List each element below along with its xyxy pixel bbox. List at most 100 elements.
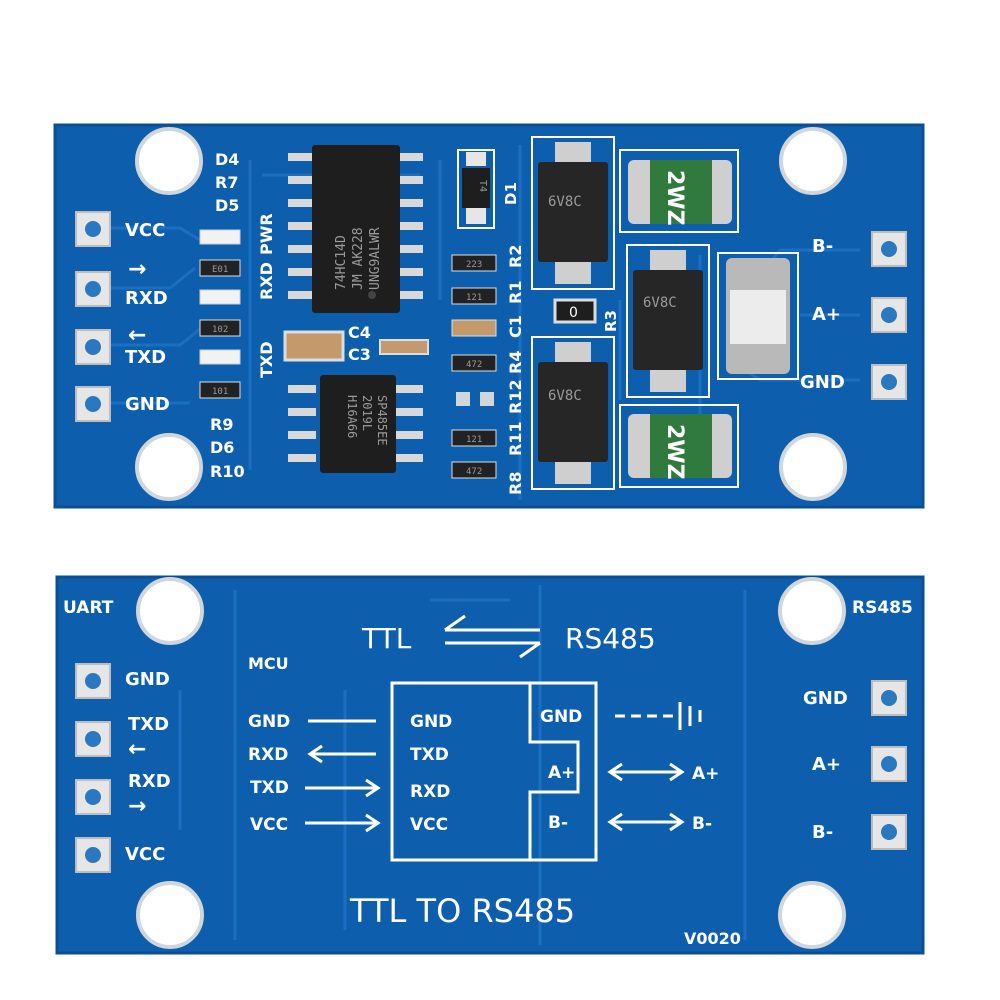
back-footer: TTL TO RS485 xyxy=(349,892,575,930)
front-des-r1: R1 xyxy=(506,281,525,304)
front-left-header xyxy=(75,211,111,422)
back-mount-hole-bl xyxy=(136,881,204,949)
svg-text:6V8C: 6V8C xyxy=(548,194,582,210)
back-label-mcu: MCU xyxy=(248,654,289,673)
front-des-r8: R8 xyxy=(506,472,525,495)
resistor-r3 xyxy=(553,298,597,324)
front-label-rxd: RXD xyxy=(125,288,168,309)
ground-symbol xyxy=(615,702,702,730)
front-des-r3: R3 xyxy=(602,310,620,332)
led-d4 xyxy=(199,289,241,305)
back-label-vcc-left: VCC xyxy=(125,844,165,865)
back-header-ttl: TTL xyxy=(361,622,412,655)
back-label-gnd-right: GND xyxy=(803,688,848,709)
svg-text:472: 472 xyxy=(466,360,482,370)
svg-text:SP485EE: SP485EE xyxy=(375,395,389,446)
front-des-d5: D5 xyxy=(215,196,239,215)
svg-text:JM AK228: JM AK228 xyxy=(351,227,366,290)
svg-text:0: 0 xyxy=(569,305,578,321)
back-label-gnd-left: GND xyxy=(125,669,170,690)
back-label-rxd-left: RXD xyxy=(128,771,171,792)
svg-text:101: 101 xyxy=(212,387,228,397)
front-board: VCC → RXD ← TXD GND D4 R7 D5 R9 D6 R10 E… xyxy=(53,123,925,509)
chip-sp485: SP485EE 2019L H16A66 xyxy=(288,375,423,473)
svg-text:H16A66: H16A66 xyxy=(345,395,359,438)
front-des-r12: R12 xyxy=(506,379,525,414)
back-mcu-gnd: GND xyxy=(248,712,290,732)
front-des-r9: R9 xyxy=(210,415,233,434)
front-pad-a[interactable] xyxy=(871,297,907,333)
front-des-r11: R11 xyxy=(506,421,525,456)
tvs-diode-1: 6V8C xyxy=(531,136,615,290)
back-bidirectional-arrows xyxy=(607,762,685,832)
back-header-rs485: RS485 xyxy=(565,622,656,655)
fuse-top: 2WZ xyxy=(619,149,739,233)
front-label-a: A+ xyxy=(812,304,841,325)
svg-text:6V8C: 6V8C xyxy=(548,388,582,404)
front-des-r4: R4 xyxy=(506,351,525,374)
front-mount-hole-br xyxy=(779,433,847,501)
back-right-header xyxy=(871,680,907,850)
front-right-header xyxy=(871,231,907,400)
led-d6 xyxy=(199,349,241,365)
resistor-102 xyxy=(199,319,241,337)
back-board: UART RS485 MCU GND TXD ← RXD → VCC GND R… xyxy=(55,575,925,955)
svg-text:2019L: 2019L xyxy=(360,395,374,431)
front-label-vcc: VCC xyxy=(125,220,165,241)
back-chip-vcc: VCC xyxy=(410,815,448,835)
back-mcu-rxd: RXD xyxy=(248,745,288,765)
svg-text:102: 102 xyxy=(212,325,228,335)
back-label-b-right: B- xyxy=(812,822,833,843)
front-des-d6: D6 xyxy=(210,438,234,457)
front-smd-column: E01 102 101 xyxy=(199,229,241,399)
back-label-a-right: A+ xyxy=(812,754,841,775)
back-chip-outline xyxy=(390,681,598,862)
svg-text:472: 472 xyxy=(466,467,482,477)
front-surge-component xyxy=(717,252,799,380)
svg-text:223: 223 xyxy=(466,260,482,270)
svg-text:UNG9ALWR: UNG9ALWR xyxy=(368,227,383,290)
front-label-gnd: GND xyxy=(125,394,170,415)
chip-74hc14d: 74HC14D JM AK228 UNG9ALWR xyxy=(288,145,423,313)
back-label-rs485: RS485 xyxy=(852,598,913,618)
back-chip-b: B- xyxy=(548,813,568,833)
back-header-arrows xyxy=(444,614,541,659)
resistor-e01 xyxy=(199,259,241,277)
svg-text:121: 121 xyxy=(466,435,482,445)
back-mcu-txd: TXD xyxy=(250,778,289,798)
front-led-label-pwr: PWR xyxy=(257,213,276,255)
back-chip-gnd-right: GND xyxy=(540,707,582,727)
front-des-r10: R10 xyxy=(210,462,245,481)
svg-text:6V8C: 6V8C xyxy=(643,295,677,311)
back-mcu-vcc: VCC xyxy=(250,815,288,835)
back-mount-hole-tl xyxy=(136,577,204,645)
front-mount-hole-bl xyxy=(135,433,203,501)
front-des-d4: D4 xyxy=(215,150,239,169)
back-arrow-tx: ← xyxy=(128,737,146,762)
back-label-uart: UART xyxy=(63,598,114,618)
front-pad-b[interactable] xyxy=(871,231,907,267)
back-chip-a: A+ xyxy=(548,763,575,783)
front-mount-hole-tl xyxy=(135,127,203,195)
front-arrow-tx: ← xyxy=(128,323,146,348)
back-version: V0020 xyxy=(684,929,741,948)
svg-text:121: 121 xyxy=(466,293,482,303)
back-chip-txd: TXD xyxy=(410,745,449,765)
front-label-txd: TXD xyxy=(125,347,166,368)
back-left-header xyxy=(75,663,111,873)
led-d5 xyxy=(199,229,241,245)
front-arrow-rx: → xyxy=(128,257,146,282)
capacitor-c3 xyxy=(379,339,429,355)
fuse-bottom: 2WZ xyxy=(619,404,739,488)
svg-text:2WZ: 2WZ xyxy=(662,170,687,226)
back-out-a: A+ xyxy=(692,764,719,784)
back-mount-hole-tr xyxy=(778,577,846,645)
front-label-gnd-right: GND xyxy=(800,372,845,393)
front-resistor-column: 223 121 472 121 472 xyxy=(451,254,497,479)
front-label-b: B- xyxy=(812,236,833,257)
back-label-txd-left: TXD xyxy=(128,714,169,735)
front-led-label-rxd: RXD xyxy=(257,262,276,300)
svg-text:2WZ: 2WZ xyxy=(662,424,687,480)
resistor-101 xyxy=(199,381,241,399)
back-pcb xyxy=(55,575,925,955)
